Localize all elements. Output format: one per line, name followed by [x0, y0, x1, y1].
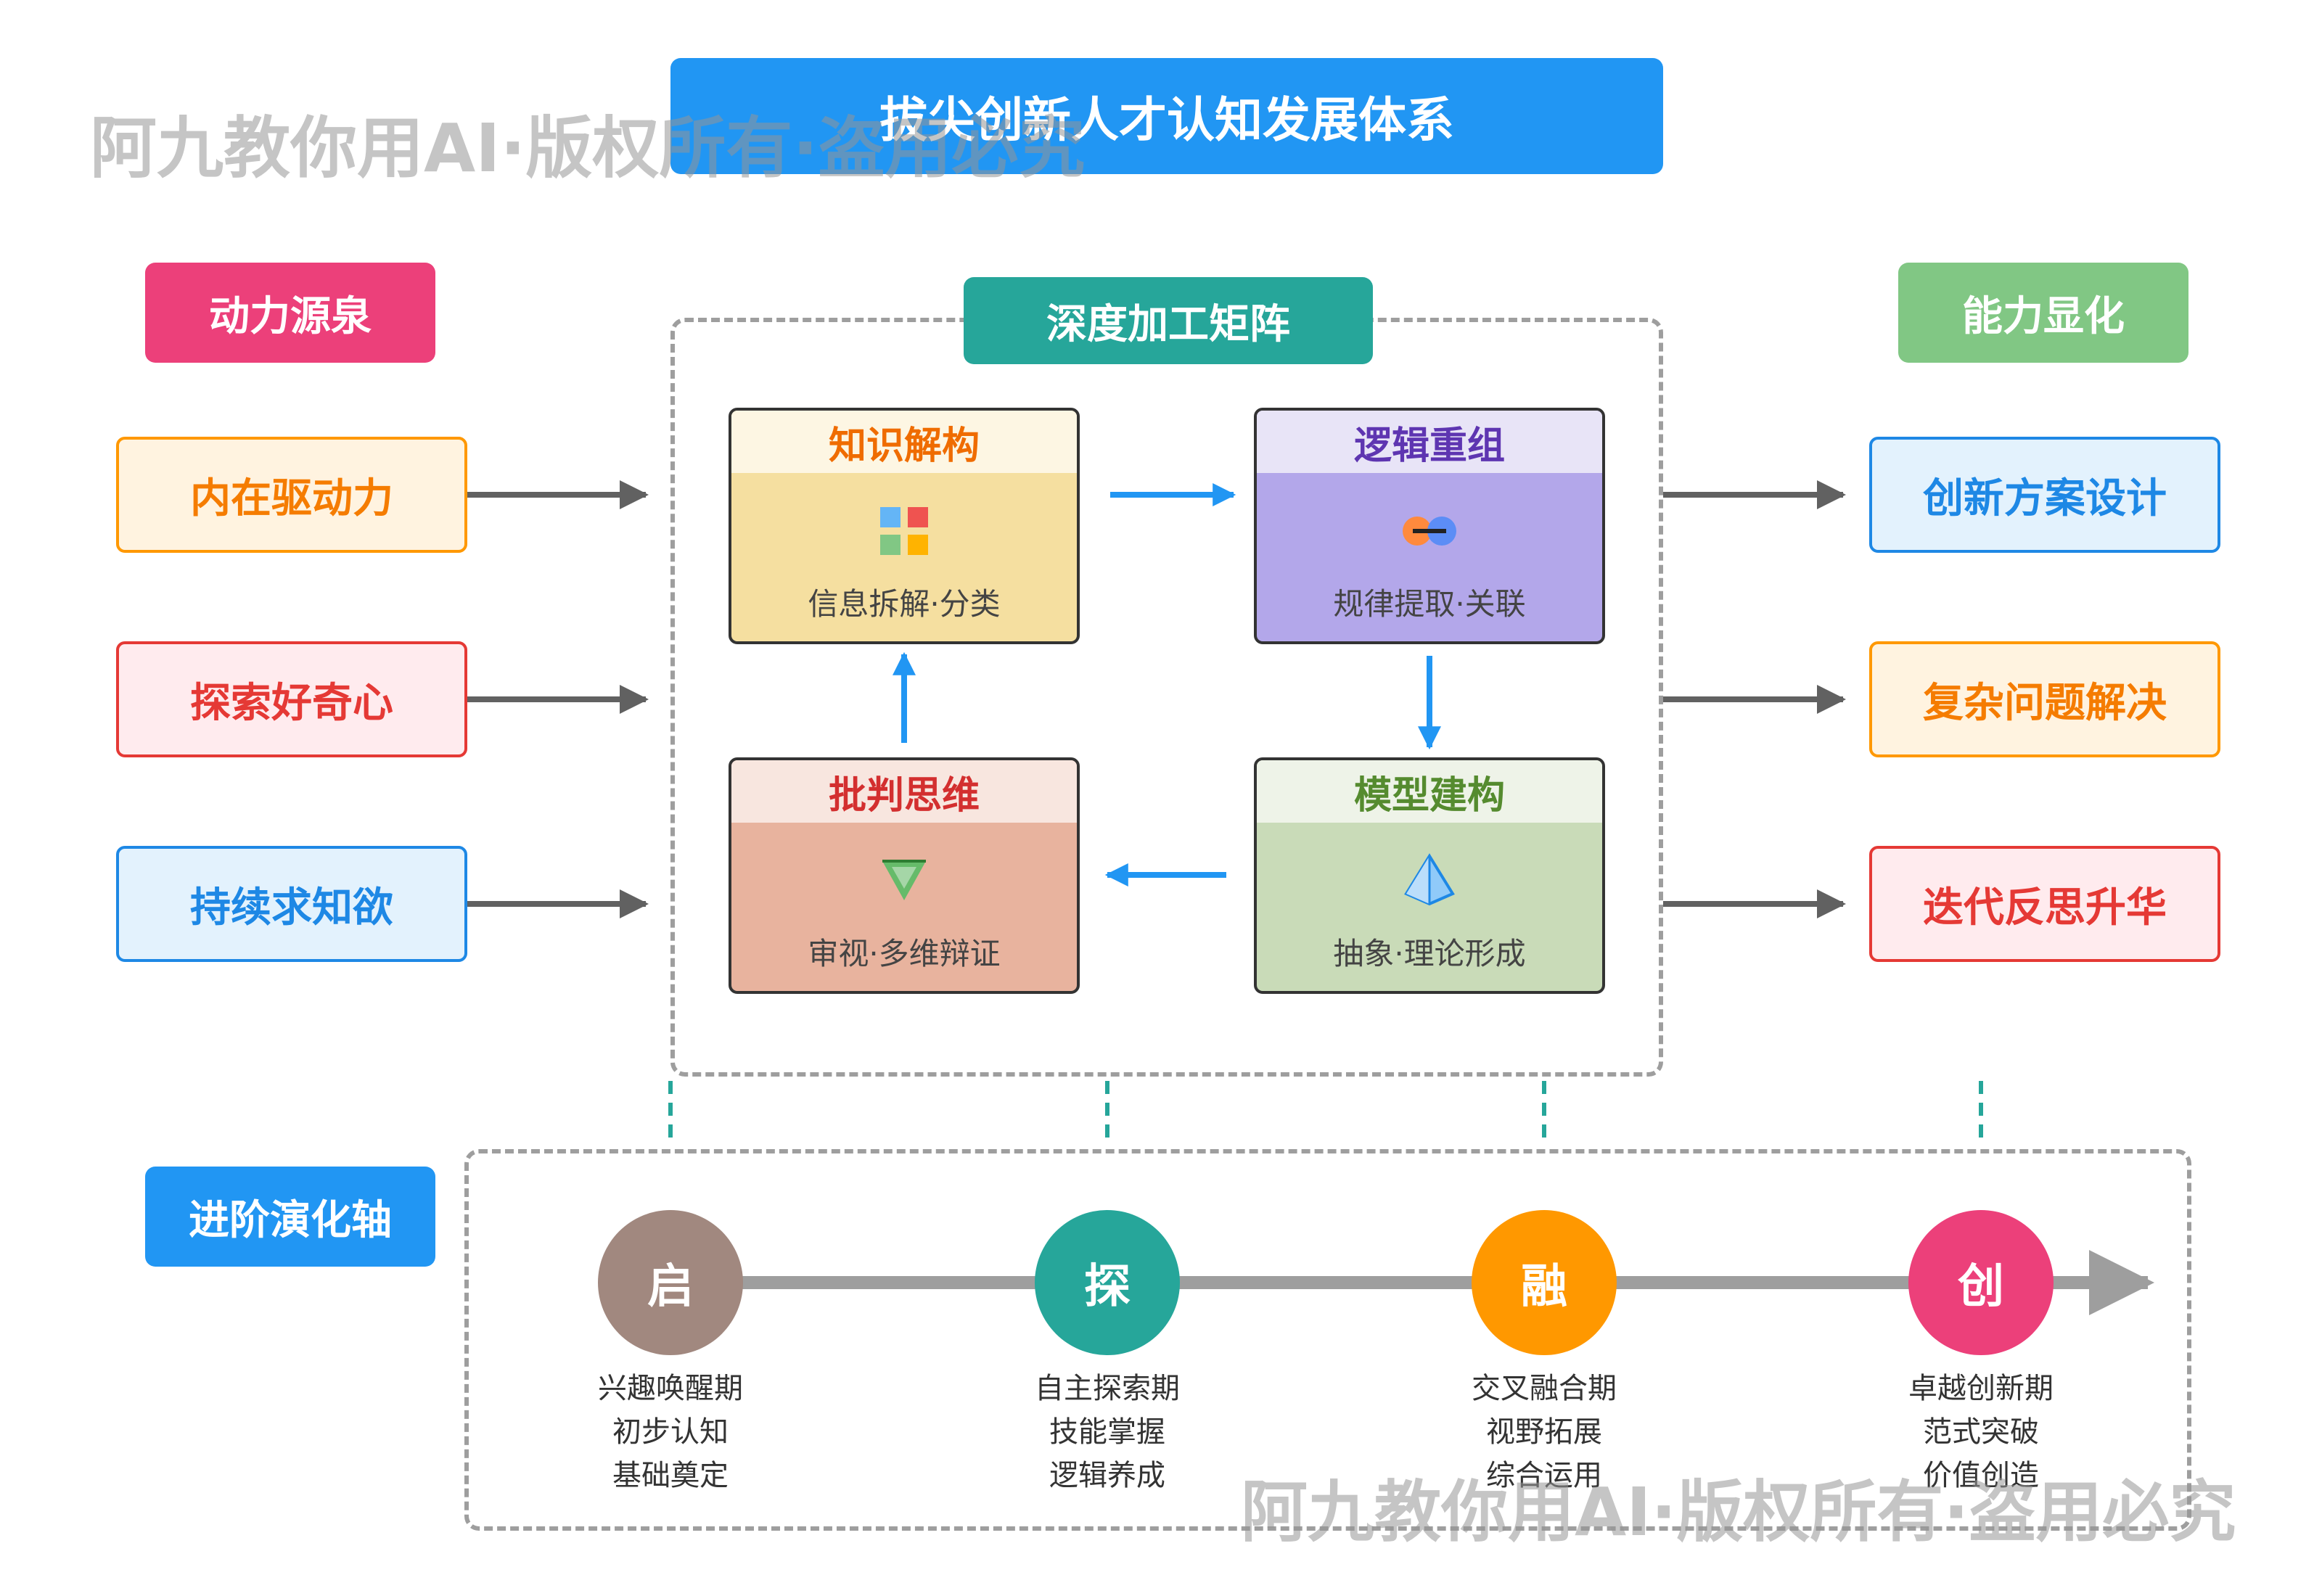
- watermark-bottom: 阿九教你用AI·版权所有·盗用必究: [1241, 1473, 2236, 1551]
- source-item-drive: 内在驱动力: [116, 437, 467, 553]
- output-item-design: 创新方案设计: [1869, 437, 2220, 553]
- card-model-title: 模型建构: [1257, 760, 1602, 823]
- stage-text-1: 兴趣唤醒期 初步认知 基础奠定: [540, 1367, 801, 1497]
- watermark-top: 阿九教你用AI·版权所有·盗用必究: [90, 110, 1086, 187]
- card-reorganize: 逻辑重组 规律提取·关联: [1254, 408, 1605, 644]
- card-critical-title: 批判思维: [731, 760, 1077, 823]
- section-tag-motivation: 动力源泉: [145, 263, 435, 363]
- card-deconstruct: 知识解构 信息拆解·分类: [729, 408, 1080, 644]
- stage-1-line1: 初步认知: [612, 1415, 729, 1449]
- stage-circle-1: 启: [598, 1210, 743, 1355]
- stage-2-line2: 逻辑养成: [1049, 1459, 1165, 1492]
- stage-text-2: 自主探索期 技能掌握 逻辑养成: [977, 1367, 1238, 1497]
- stage-3-name: 交叉融合期: [1472, 1372, 1617, 1405]
- stage-4-line1: 范式突破: [1923, 1415, 2039, 1449]
- stage-4-line2: 价值创造: [1923, 1459, 2039, 1492]
- section-tag-axis: 进阶演化轴: [145, 1167, 435, 1267]
- card-critical-desc: 审视·多维辩证: [808, 936, 1001, 971]
- stage-circle-2: 探: [1035, 1210, 1180, 1355]
- stage-text-3: 交叉融合期 视野拓展 综合运用: [1414, 1367, 1675, 1497]
- link-circles-icon: [1257, 498, 1602, 564]
- card-model-desc: 抽象·理论形成: [1333, 936, 1526, 971]
- stage-1-line2: 基础奠定: [612, 1459, 729, 1492]
- card-critical: 批判思维 审视·多维辩证: [729, 757, 1080, 994]
- section-tag-ability: 能力显化: [1898, 263, 2188, 363]
- card-reorganize-desc: 规律提取·关联: [1333, 586, 1526, 622]
- stage-2-line1: 技能掌握: [1049, 1415, 1165, 1449]
- stage-circle-4: 创: [1908, 1210, 2054, 1355]
- card-model: 模型建构 抽象·理论形成: [1254, 757, 1605, 994]
- page-title: 拔尖创新人才认知发展体系: [670, 58, 1663, 174]
- grid-squares-icon: [731, 498, 1077, 564]
- stage-3-line1: 视野拓展: [1486, 1415, 1602, 1449]
- stage-2-name: 自主探索期: [1035, 1372, 1180, 1405]
- stage-1-name: 兴趣唤醒期: [598, 1372, 743, 1405]
- source-item-curiosity: 探索好奇心: [116, 641, 467, 757]
- stage-4-name: 卓越创新期: [1908, 1372, 2054, 1405]
- card-reorganize-title: 逻辑重组: [1257, 411, 1602, 473]
- section-tag-matrix: 深度加工矩阵: [964, 277, 1373, 364]
- stage-circle-3: 融: [1472, 1210, 1617, 1355]
- output-item-iterate: 迭代反思升华: [1869, 846, 2220, 962]
- prism-icon: [1257, 847, 1602, 914]
- output-item-solve: 复杂问题解决: [1869, 641, 2220, 757]
- triangle-down-icon: [731, 847, 1077, 914]
- stage-text-4: 卓越创新期 范式突破 价值创造: [1850, 1367, 2112, 1497]
- source-item-thirst: 持续求知欲: [116, 846, 467, 962]
- card-deconstruct-desc: 信息拆解·分类: [808, 586, 1001, 622]
- stage-3-line2: 综合运用: [1486, 1459, 1602, 1492]
- card-deconstruct-title: 知识解构: [731, 411, 1077, 473]
- axis-frame: [464, 1149, 2191, 1531]
